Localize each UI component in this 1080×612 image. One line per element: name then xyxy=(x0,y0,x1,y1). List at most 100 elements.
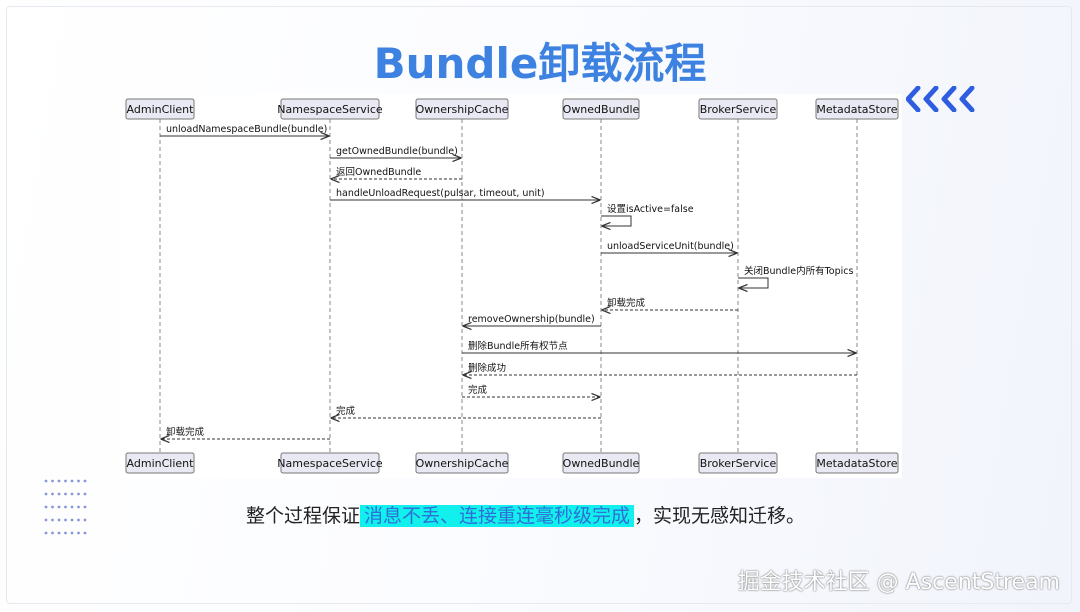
decoration-dot xyxy=(51,505,54,509)
participant-rect xyxy=(815,98,899,120)
message-2: getOwnedBundle(bundle) xyxy=(330,146,461,158)
decoration-dot xyxy=(70,492,74,496)
participant-box-OwnedBundle: OwnedBundle xyxy=(562,452,640,474)
message-label: unloadNamespaceBundle(bundle) xyxy=(166,124,327,135)
decoration-dot xyxy=(44,492,48,496)
participant-box-OwnershipCache: OwnershipCache xyxy=(415,98,509,120)
participant-box-MetadataStore: MetadataStore xyxy=(815,98,899,120)
decoration-dot xyxy=(64,531,67,535)
message-5: 设置isActive=false xyxy=(601,204,694,226)
message-6: unloadServiceUnit(bundle) xyxy=(601,241,737,253)
decoration-dot xyxy=(77,518,80,522)
sequence-diagram-svg: AdminClientAdminClientNamespaceServiceNa… xyxy=(125,98,899,474)
decoration-dot xyxy=(44,479,48,483)
caption-highlight: 消息不丢、连接重连毫秒级完成 xyxy=(360,505,635,527)
participant-box-BrokerService: BrokerService xyxy=(698,452,778,474)
participant-label: BrokerService xyxy=(700,103,777,116)
decoration-dot xyxy=(51,518,54,522)
participant-label: NamespaceService xyxy=(277,457,383,470)
participant-rect xyxy=(698,452,778,474)
participant-rect xyxy=(280,98,380,120)
chevron-left-icon xyxy=(941,86,957,112)
participant-rect xyxy=(125,98,195,120)
self-message-arrow xyxy=(601,215,632,226)
decoration-dot xyxy=(83,531,87,535)
participant-label: AdminClient xyxy=(127,103,195,116)
chevron-decoration-icon xyxy=(906,86,975,112)
decoration-dot xyxy=(77,492,80,496)
participant-label: NamespaceService xyxy=(277,103,383,116)
slide-frame xyxy=(6,6,1072,604)
message-7: 关闭Bundle内所有Topics xyxy=(738,265,853,288)
decoration-dot xyxy=(57,479,61,483)
message-3: 返回OwnedBundle xyxy=(331,166,462,179)
participant-box-NamespaceService: NamespaceService xyxy=(277,452,383,474)
decoration-dot xyxy=(57,492,61,496)
participant-rect xyxy=(815,452,899,474)
message-4: handleUnloadRequest(pulsar, timeout, uni… xyxy=(330,188,600,200)
participant-label: OwnedBundle xyxy=(563,457,640,470)
message-label: unloadServiceUnit(bundle) xyxy=(607,241,734,252)
decoration-dot xyxy=(51,531,54,535)
dot-grid-decoration-icon xyxy=(44,479,87,535)
message-label: 卸载完成 xyxy=(166,426,205,438)
slide-title: Bundle卸载流程 xyxy=(373,39,707,88)
participant-rect xyxy=(125,452,195,474)
decoration-dot xyxy=(44,518,48,522)
message-label: 完成 xyxy=(336,405,356,417)
participant-label: MetadataStore xyxy=(816,103,897,116)
message-12: 完成 xyxy=(462,384,600,397)
decoration-dot xyxy=(44,531,48,535)
message-label: 卸载完成 xyxy=(607,297,646,309)
decoration-dot xyxy=(70,531,74,535)
chevron-left-icon xyxy=(959,86,975,112)
participant-rect xyxy=(415,98,509,120)
participant-rect xyxy=(698,98,778,120)
participant-box-BrokerService: BrokerService xyxy=(698,98,778,120)
caption-before: 整个过程保证 xyxy=(246,505,361,527)
decoration-dot xyxy=(77,479,80,483)
message-label: getOwnedBundle(bundle) xyxy=(336,146,458,157)
decoration-dot xyxy=(64,479,67,483)
chevron-left-icon xyxy=(923,86,939,112)
message-label: 返回OwnedBundle xyxy=(336,166,421,178)
decoration-dot xyxy=(70,479,74,483)
self-message-arrow xyxy=(738,277,769,288)
decoration-dot xyxy=(64,505,67,509)
message-label: 完成 xyxy=(468,384,488,396)
decoration-dot xyxy=(64,518,67,522)
participant-rect xyxy=(562,452,640,474)
participant-box-OwnershipCache: OwnershipCache xyxy=(415,452,509,474)
message-13: 完成 xyxy=(331,405,601,418)
decoration-dot xyxy=(64,492,67,496)
decoration-dot xyxy=(51,479,54,483)
participant-label: AdminClient xyxy=(127,457,195,470)
decoration-dot xyxy=(70,518,74,522)
message-1: unloadNamespaceBundle(bundle) xyxy=(160,124,329,136)
participant-label: OwnedBundle xyxy=(563,103,640,116)
participant-box-AdminClient: AdminClient xyxy=(125,98,195,120)
decoration-dot xyxy=(57,505,61,509)
participant-label: OwnershipCache xyxy=(416,103,509,116)
participant-rect xyxy=(562,98,640,120)
participant-label: MetadataStore xyxy=(816,457,897,470)
message-10: 删除Bundle所有权节点 xyxy=(462,340,856,353)
message-label: handleUnloadRequest(pulsar, timeout, uni… xyxy=(336,188,545,199)
message-11: 删除成功 xyxy=(463,362,857,375)
decoration-dot xyxy=(77,531,80,535)
decoration-dot xyxy=(83,505,87,509)
message-9: removeOwnership(bundle) xyxy=(463,314,601,326)
message-14: 卸载完成 xyxy=(161,426,330,439)
participant-box-NamespaceService: NamespaceService xyxy=(277,98,383,120)
caption-after: ，实现无感知迁移。 xyxy=(634,505,806,527)
decoration-dot xyxy=(83,492,87,496)
participant-label: BrokerService xyxy=(700,457,777,470)
participant-label: OwnershipCache xyxy=(416,457,509,470)
decoration-dot xyxy=(83,479,87,483)
decoration-dot xyxy=(44,505,48,509)
decoration-dot xyxy=(57,518,61,522)
participant-box-OwnedBundle: OwnedBundle xyxy=(562,98,640,120)
decoration-dot xyxy=(57,531,61,535)
caption: 整个过程保证消息不丢、连接重连毫秒级完成，实现无感知迁移。 xyxy=(246,500,805,532)
